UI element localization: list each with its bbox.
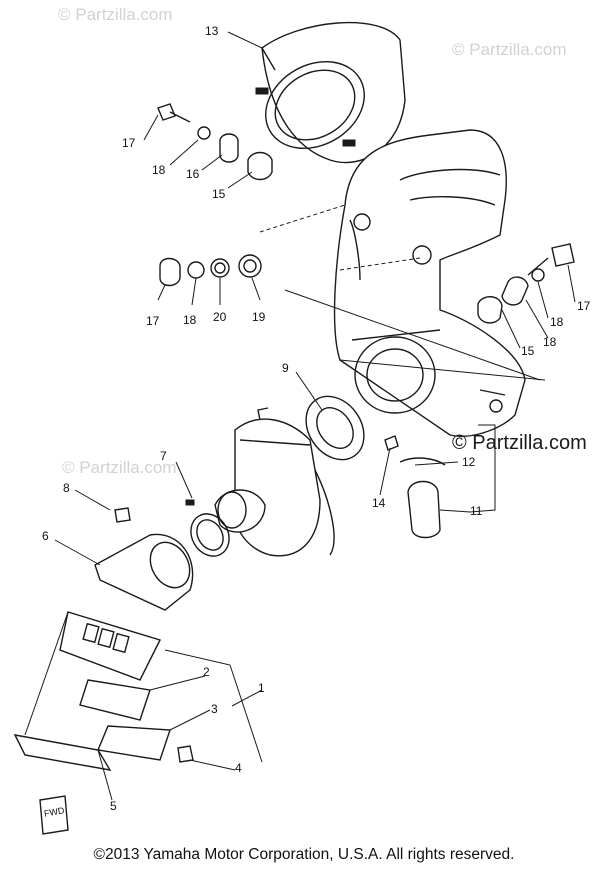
- callout-15-top: 15: [212, 187, 226, 201]
- top-hardware: [157, 103, 273, 181]
- leader-lines: [24, 31, 576, 801]
- callout-1: 1: [258, 681, 265, 695]
- callout-17-mid: 17: [146, 314, 160, 328]
- part-11-12-14: [384, 435, 446, 539]
- watermark-top-left: © Partzilla.com: [58, 5, 173, 24]
- part-7-clamp: [185, 499, 230, 557]
- callout-12: 12: [462, 455, 476, 469]
- airbox-housing: [259, 129, 546, 437]
- callout-8: 8: [63, 481, 70, 495]
- callout-4: 4: [235, 761, 242, 775]
- callout-15-right: 15: [521, 344, 535, 358]
- callout-20: 20: [213, 310, 227, 324]
- part-6-manifold: [94, 507, 194, 611]
- callout-16: 16: [186, 167, 200, 181]
- callout-18-right: 18: [550, 315, 564, 329]
- callout-13: 13: [205, 24, 219, 38]
- middle-hardware: [159, 254, 262, 287]
- watermark-top-right: © Partzilla.com: [452, 40, 567, 59]
- callout-18-mid: 18: [183, 313, 197, 327]
- right-hardware: [477, 243, 575, 324]
- callout-18-right-low: 18: [543, 335, 557, 349]
- callout-17-right: 17: [577, 299, 591, 313]
- callout-2: 2: [203, 665, 210, 679]
- reed-valve-assembly: [13, 611, 194, 835]
- callout-5: 5: [110, 799, 117, 813]
- callout-14: 14: [372, 496, 386, 510]
- part-13-intake-cap: [255, 21, 406, 164]
- part-9-joint: [305, 395, 365, 461]
- callout-19: 19: [252, 310, 266, 324]
- watermark-mid-left: © Partzilla.com: [62, 458, 177, 477]
- callout-3: 3: [211, 702, 218, 716]
- callout-18-top: 18: [152, 163, 166, 177]
- carburetor: [214, 407, 335, 557]
- callout-6: 6: [42, 529, 49, 543]
- watermark-mid-right: © Partzilla.com: [452, 432, 587, 454]
- copyright-notice: ©2013 Yamaha Motor Corporation, U.S.A. A…: [93, 846, 515, 863]
- callout-9: 9: [282, 361, 289, 375]
- callout-7: 7: [160, 449, 167, 463]
- callout-11: 11: [470, 504, 483, 518]
- callout-17-top: 17: [122, 136, 136, 150]
